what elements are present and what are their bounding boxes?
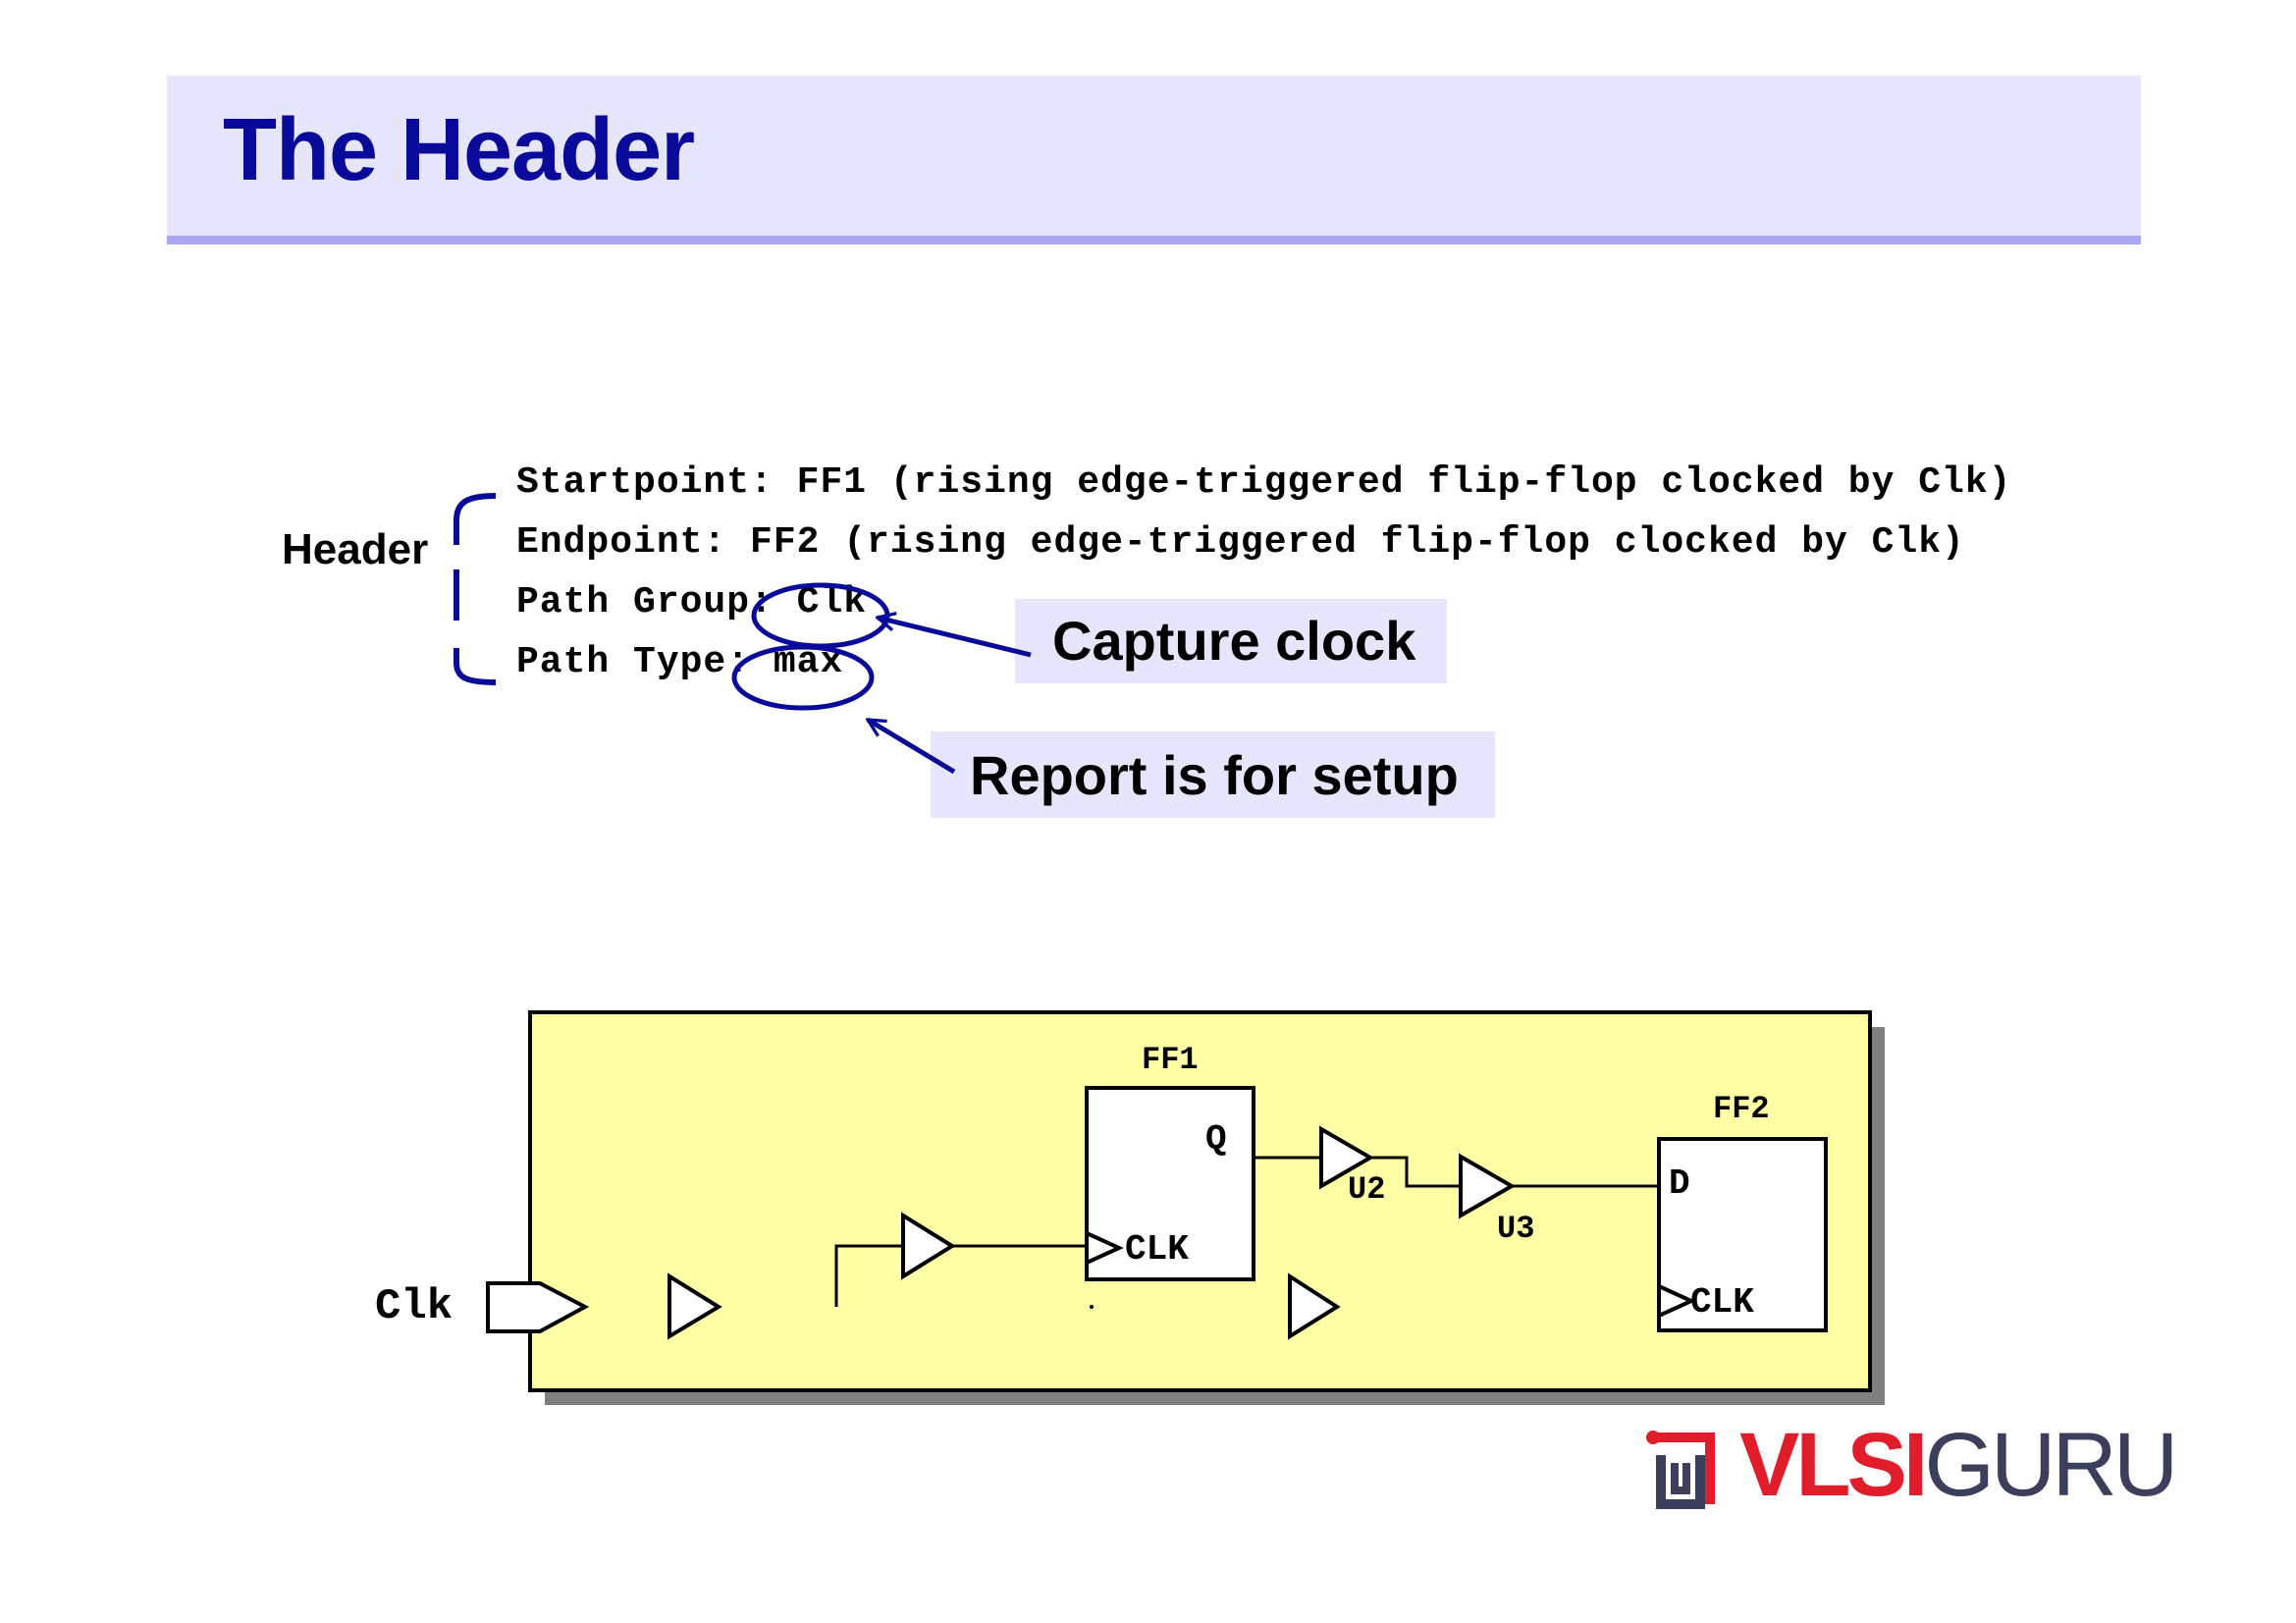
ff1-q-pin: Q bbox=[1205, 1119, 1227, 1160]
max-highlight-ellipse bbox=[731, 644, 875, 711]
clock-buffer-1 bbox=[667, 1272, 722, 1340]
clock-port-symbol bbox=[486, 1281, 590, 1333]
title-bar: The Header bbox=[167, 76, 2141, 244]
setup-arrow bbox=[868, 717, 956, 775]
logo-vlsi-text: VLSI bbox=[1739, 1415, 1928, 1515]
path-group-line: Path Group: Clk bbox=[516, 581, 868, 623]
vlsiguru-logo: VLSIGURU bbox=[1641, 1420, 2178, 1514]
endpoint-line: Endpoint: FF2 (rising edge-triggered fli… bbox=[516, 521, 1965, 564]
vlsiguru-emblem-icon bbox=[1646, 1431, 1715, 1509]
header-label: Header bbox=[282, 525, 429, 573]
u2-u3-wire bbox=[1370, 1156, 1461, 1188]
ff1-clk-triangle bbox=[1086, 1231, 1124, 1265]
vlsiguru-wordmark: VLSIGURU bbox=[1739, 1420, 2178, 1510]
ff1-clk-pin: CLK bbox=[1125, 1229, 1189, 1270]
u2-buffer bbox=[1319, 1125, 1374, 1190]
clock-wire-ff1 bbox=[834, 1244, 903, 1307]
slide-title: The Header bbox=[223, 101, 695, 199]
ff2-clk-triangle bbox=[1658, 1284, 1696, 1318]
header-bracket bbox=[454, 493, 497, 685]
logo-guru-text: GURU bbox=[1924, 1415, 2178, 1515]
clock-dot bbox=[1090, 1305, 1094, 1309]
ff2-label: FF2 bbox=[1713, 1091, 1770, 1127]
ff2-d-pin: D bbox=[1669, 1163, 1690, 1204]
capture-clock-arrow bbox=[878, 618, 1032, 658]
ff2-clk-pin: CLK bbox=[1690, 1282, 1754, 1323]
clock-port-label: Clk bbox=[375, 1282, 453, 1331]
startpoint-line: Startpoint: FF1 (rising edge-triggered f… bbox=[516, 461, 2012, 504]
capture-clock-callout: Capture clock bbox=[1015, 599, 1447, 683]
ff1-label: FF1 bbox=[1142, 1042, 1199, 1078]
u3-label: U3 bbox=[1497, 1211, 1534, 1247]
u2-label: U2 bbox=[1348, 1171, 1385, 1208]
clk-highlight-ellipse bbox=[751, 582, 890, 649]
setup-report-callout: Report is for setup bbox=[931, 731, 1495, 818]
u3-buffer bbox=[1459, 1153, 1517, 1219]
clock-buffer-3 bbox=[1288, 1272, 1341, 1340]
